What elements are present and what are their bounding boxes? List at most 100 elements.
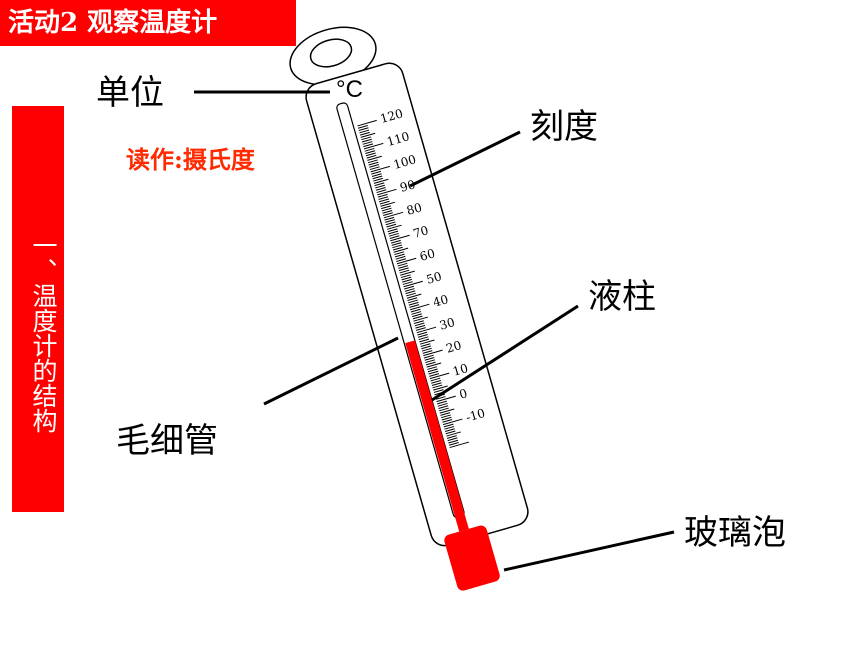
scale-tick [386,223,397,228]
scale-tick [439,407,449,412]
scale-label-text: -10 [464,406,486,425]
scale-tick [386,224,402,230]
scale-tick [405,290,416,295]
scale-tick [441,414,451,419]
scale-label-text: 90 [398,177,417,195]
scale-tick [385,219,395,223]
scale-tick [437,400,447,405]
scale-tick [429,372,450,380]
scale-tick [377,193,388,198]
scale-tick [402,278,413,283]
scale-tick [361,138,372,143]
scale-tick [444,425,455,430]
scale-tick [362,141,373,145]
scale-tick [421,345,432,350]
scale-tick [410,303,430,311]
scale-tick [364,147,375,152]
scale-tick [421,347,432,352]
scale-tick [398,265,409,269]
scale-tick [447,437,458,442]
scale-tick [418,336,429,341]
scale-tick [437,402,448,407]
scale-tick [439,408,455,414]
scale-tick [357,119,377,127]
scale-ticks [357,119,470,449]
scale-tick [369,166,380,171]
liquid-column [405,340,469,532]
scale-label-text: 50 [425,269,444,287]
scale-tick [444,428,455,432]
scale-tick [440,412,451,416]
scale-tick [442,418,463,426]
scale-tick [435,396,446,400]
scale-tick [366,154,377,159]
scale-tick [406,293,422,299]
scale-tick [396,258,407,262]
scale-tick [375,184,386,189]
scale-label-text: 80 [405,200,424,218]
scale-label-text: 110 [385,129,411,149]
scale-tick [392,244,403,249]
scale-tick [397,262,408,267]
liquid-column-label: 液柱 [588,277,656,317]
scale-tick [417,334,428,338]
scale-tick [436,395,456,403]
capillary-label: 毛细管 [116,421,218,461]
scale-tick [442,419,453,423]
bulb-label: 玻璃泡 [684,513,786,553]
scale-tick [391,242,402,246]
scale-tick [361,136,372,141]
scale-tick [358,124,368,129]
scale-tick [432,384,443,389]
scale-tick [419,339,435,345]
scale-label-text: 30 [438,315,457,333]
liquid-leader-line [431,304,579,402]
scale-tick [423,354,434,359]
scale-label-text: 0 [458,386,469,402]
capillary-leader-line [263,336,399,406]
scale-tick [425,359,436,364]
scale-tick [424,357,435,361]
scale-tick [379,198,389,203]
scale-tick [373,178,389,184]
scale-tick [431,379,442,384]
scale-tick [433,385,448,391]
scale-tick [428,370,439,375]
scale-tick [446,431,461,437]
scale-tick [416,326,437,334]
unit-label: 单位 [96,73,164,113]
scale-tick [410,308,421,313]
scale-tick [378,196,389,200]
scale-tick [412,315,423,320]
scale-tick [402,281,413,285]
scale-tick [399,269,410,274]
scale-tick [383,212,393,217]
scale-tick [430,377,441,382]
bulb [444,525,500,591]
scale-tick [443,423,454,428]
scale-label-text: 40 [431,292,450,310]
scale-tick [370,165,391,173]
scale-tick [379,200,390,205]
scale-tick [395,255,406,260]
reading-label: 读作:摄氏度 [126,145,255,174]
scale-tick [414,322,425,327]
scale-tick [404,288,415,292]
scale-tick [425,361,436,366]
scale-tick [360,132,376,138]
scale-tick [431,382,442,387]
glass-casing [305,62,529,547]
scale-tick [368,161,379,166]
scale-tick [400,274,411,279]
scale-tick [429,373,440,377]
scale-label-text: 120 [379,106,405,126]
scale-tick [400,270,415,276]
scale-tick [411,311,422,315]
scale-tick [401,276,412,281]
scale-tick [407,297,418,302]
scale-tick [413,320,424,324]
scale-tick [394,251,405,256]
scale-tick [390,234,410,242]
scale-tick [441,416,452,421]
